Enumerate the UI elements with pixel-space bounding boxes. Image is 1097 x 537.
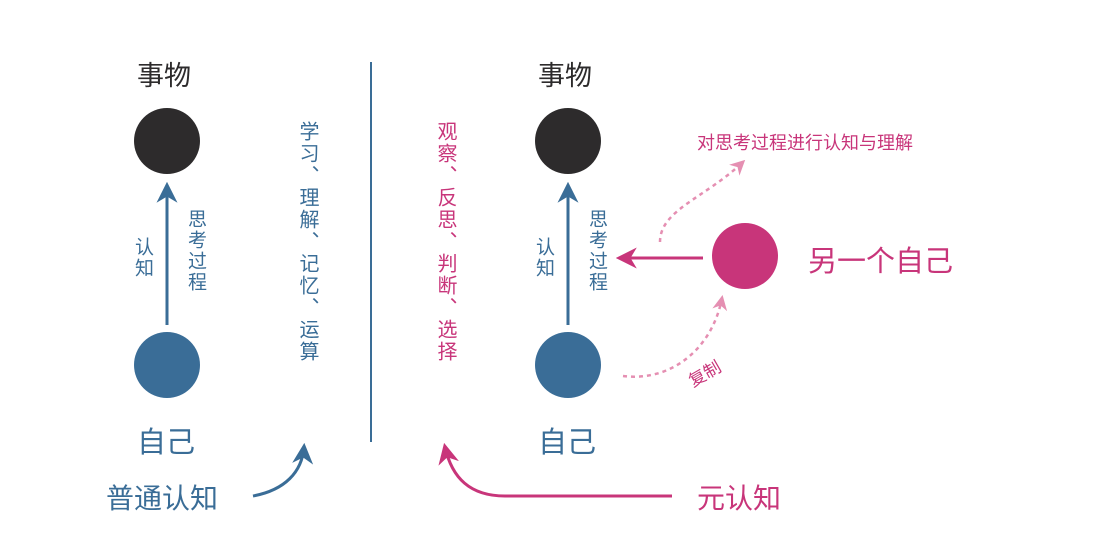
left-self-node — [134, 332, 200, 398]
copy-dashed-arrow — [622, 295, 728, 378]
left-process-list: 学习、理解、记忆、运算 — [296, 121, 320, 363]
left-thinking-process-text: 思考过程 — [185, 209, 207, 293]
left-cognition-text: 认知 — [132, 237, 154, 279]
right-thinking-process-text: 思考过程 — [586, 209, 608, 293]
normal-cognition-curved-arrow — [252, 442, 314, 498]
other-self-label: 另一个自己 — [808, 244, 954, 278]
other-self-node — [712, 223, 778, 289]
cognize-dashed-arrow — [658, 159, 746, 243]
right-self-label: 自己 — [538, 425, 597, 459]
right-self-node — [535, 332, 601, 398]
right-cognition-text: 认知 — [533, 237, 555, 279]
left-thing-node — [134, 108, 200, 174]
right-thing-node — [535, 108, 601, 174]
meta-cognition-caption: 元认知 — [697, 482, 782, 515]
left-self-label: 自己 — [137, 425, 196, 459]
right-process-list: 观察、反思、判断、选择 — [434, 121, 458, 363]
meta-cognition-curved-arrow — [438, 442, 672, 498]
normal-cognition-caption: 普通认知 — [106, 482, 219, 515]
cognize-thinking-note: 对思考过程进行认知与理解 — [697, 133, 913, 154]
left-thing-label: 事物 — [137, 61, 191, 92]
right-thing-label: 事物 — [538, 61, 592, 92]
